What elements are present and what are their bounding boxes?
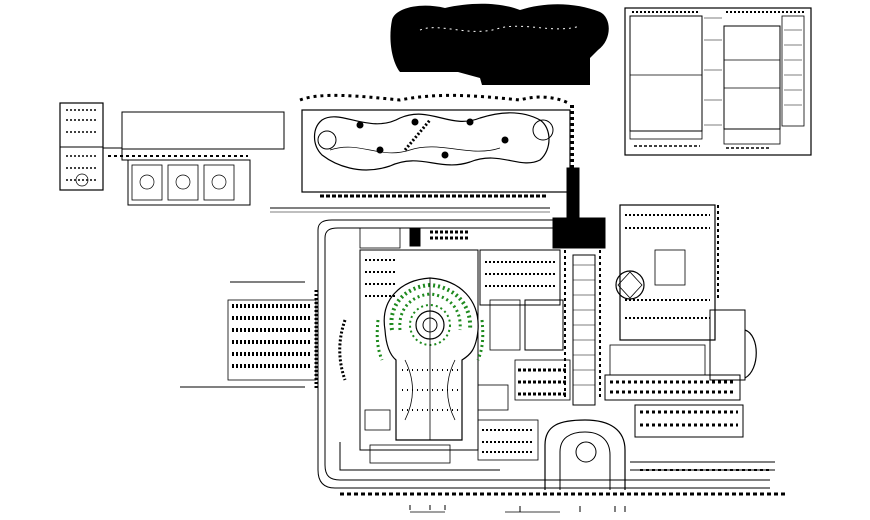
top-left-annex — [59, 102, 285, 206]
main-complex-right — [604, 204, 757, 438]
central-blocks — [477, 249, 571, 461]
campus-road — [317, 219, 770, 489]
bottom-roundabout — [544, 419, 775, 490]
bottom-tree-line — [340, 492, 785, 513]
main-complex-left — [338, 227, 479, 464]
top-dark-massing — [390, 3, 609, 86]
radial-garden — [375, 277, 485, 441]
top-right-floor-plan — [624, 7, 812, 156]
pool-deck — [270, 93, 571, 213]
parking-lot — [180, 281, 318, 390]
central-tower-connector — [552, 105, 606, 406]
